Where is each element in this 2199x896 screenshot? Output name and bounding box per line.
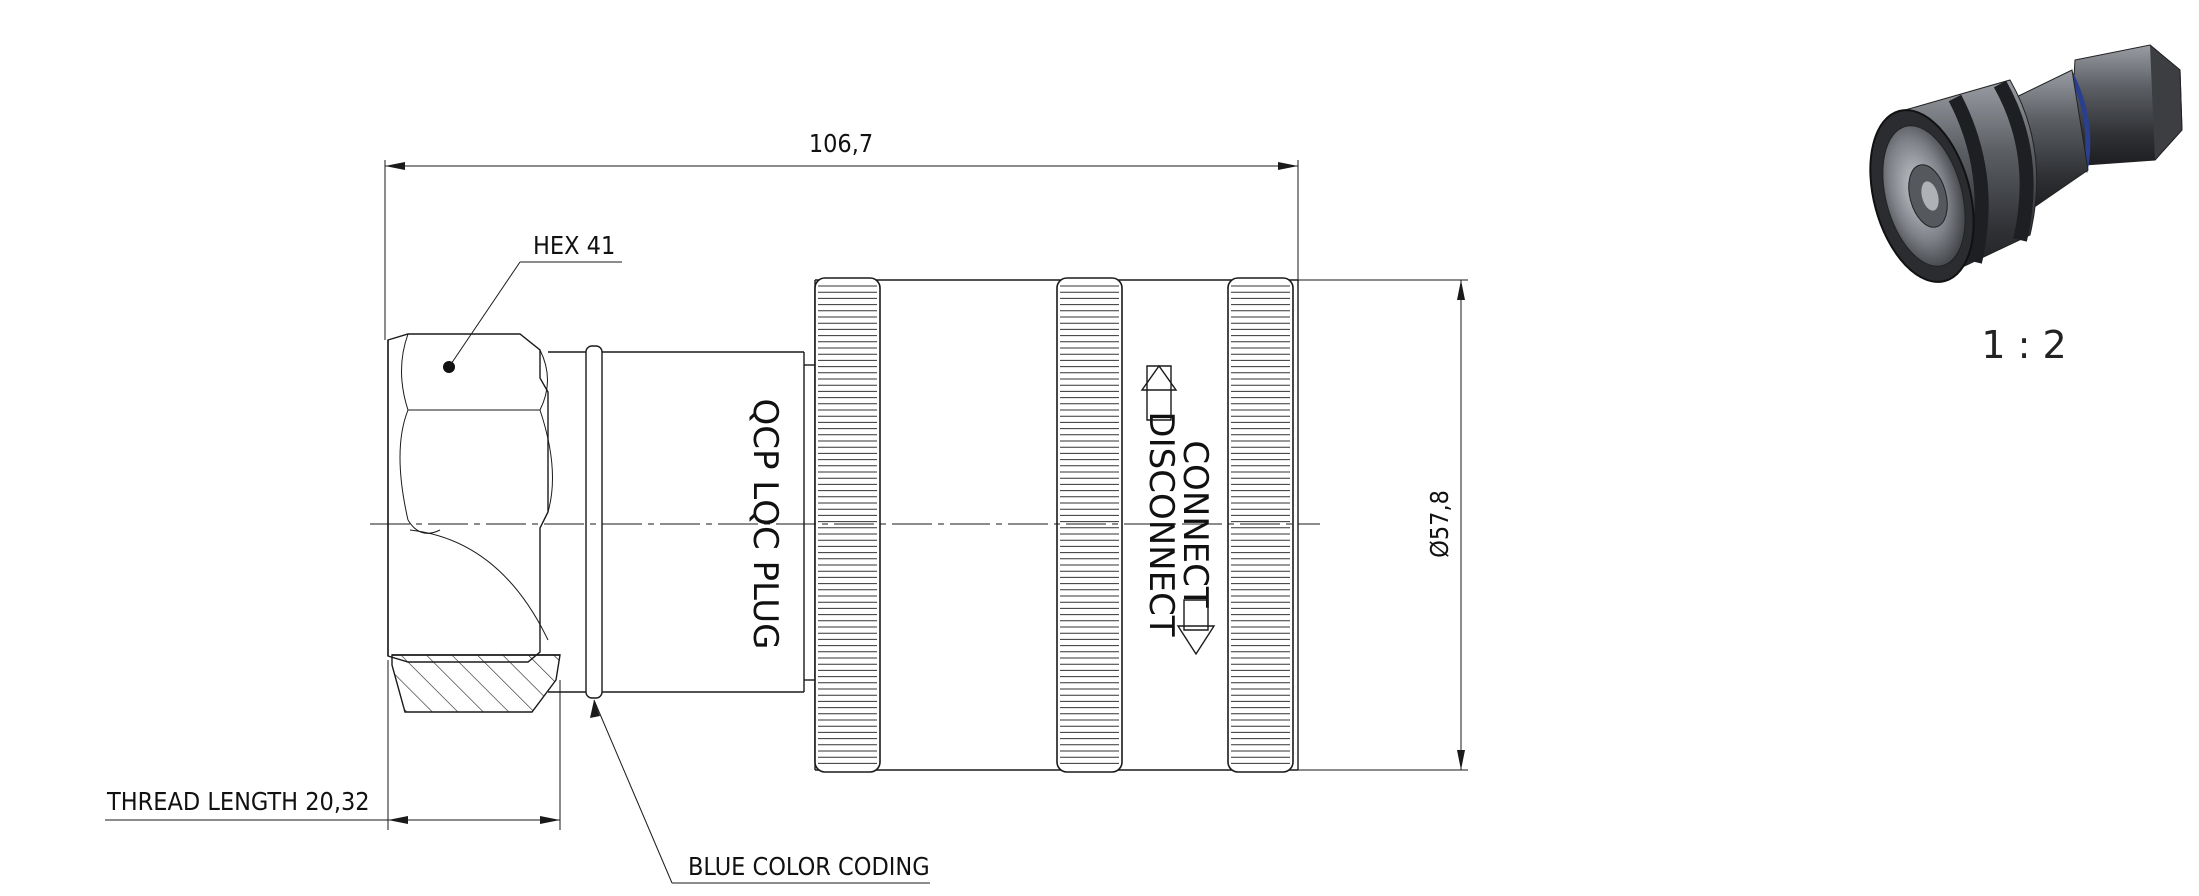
hex-label: HEX 41 <box>533 231 615 260</box>
connect-direction-arrow <box>1140 364 1178 421</box>
hex-callout: HEX 41 <box>443 231 622 373</box>
product-label: QCP LQC PLUG <box>745 398 785 649</box>
scale-label: 1 : 2 <box>1981 323 2066 367</box>
neck-section <box>548 345 815 699</box>
overall-length-label: 106,7 <box>809 129 873 158</box>
diameter-label: Ø57,8 <box>1425 490 1454 558</box>
knurled-ring-rear <box>1227 277 1294 773</box>
knurled-ring-front <box>814 277 881 773</box>
blue-color-coding-callout: BLUE COLOR CODING <box>590 699 930 884</box>
product-3d-render <box>1869 44 2183 283</box>
thread-length-dimension: THREAD LENGTH 20,32 <box>105 660 561 830</box>
disconnect-label: DISCONNECT <box>1141 411 1181 636</box>
hex-nut <box>387 333 561 713</box>
overall-length-dimension: 106,7 <box>384 129 1299 340</box>
connect-label: CONNECT <box>1175 440 1215 608</box>
color-coding-label: BLUE COLOR CODING <box>688 852 930 881</box>
thread-length-label: THREAD LENGTH 20,32 <box>106 787 370 816</box>
disconnect-direction-arrow <box>1176 599 1216 656</box>
knurled-ring-middle <box>1056 277 1123 773</box>
diameter-dimension: Ø57,8 <box>1425 280 1465 770</box>
